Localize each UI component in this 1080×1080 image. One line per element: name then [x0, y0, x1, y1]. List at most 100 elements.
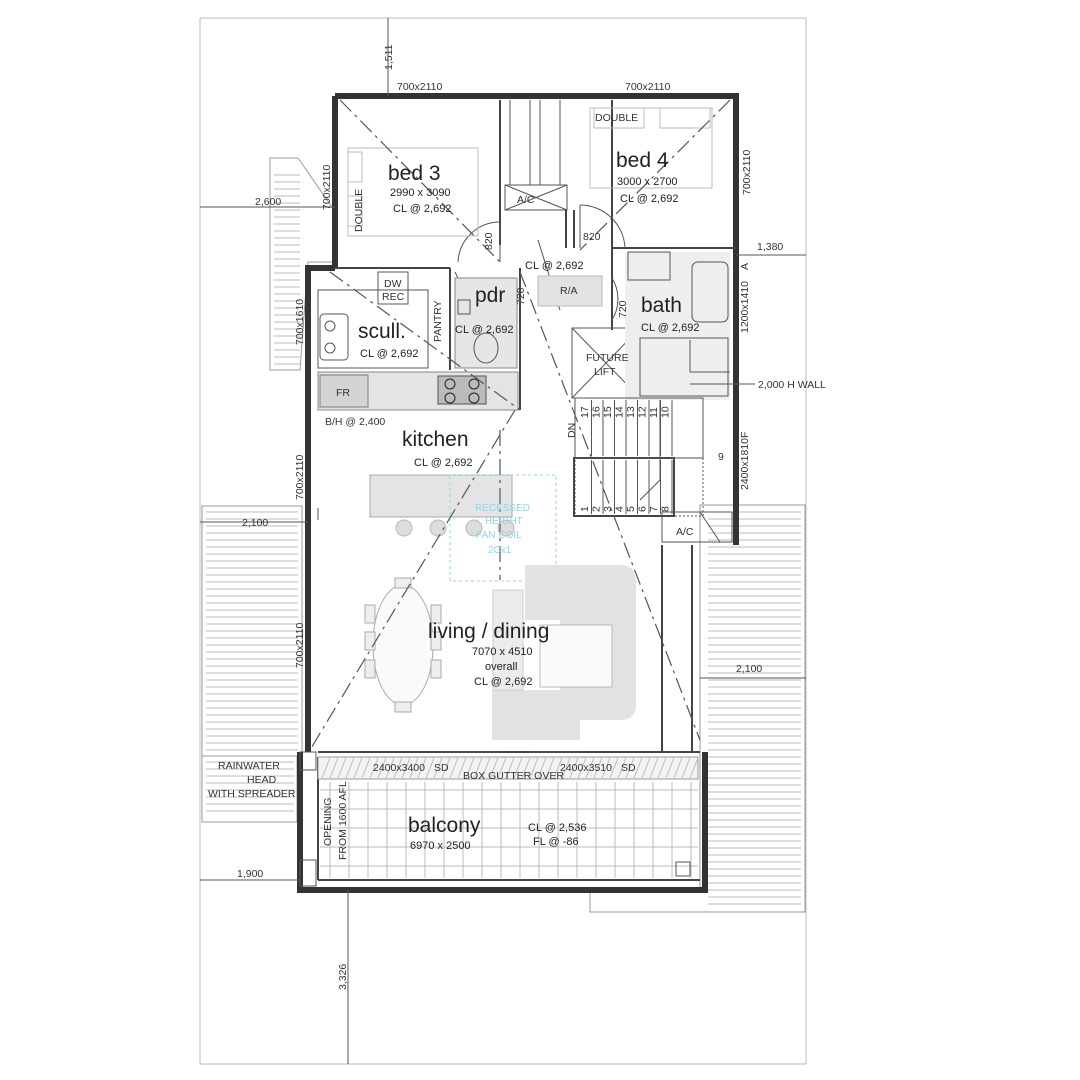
living-walls [661, 545, 693, 752]
win-stair: 2400x1810 [739, 438, 751, 490]
rainwater-label-3: WITH SPREADER [208, 788, 296, 800]
bath-ceiling: CL @ 2,692 [641, 322, 699, 334]
landing-ceiling: CL @ 2,692 [525, 260, 583, 272]
fan-coil-label-1: RECESSED [475, 503, 530, 514]
stair-number: 12 [637, 406, 649, 418]
slide-door-right-tag: SD [621, 762, 636, 774]
stair-number: 5 [625, 506, 637, 512]
scull-ceiling: CL @ 2,692 [360, 348, 418, 360]
kitchen-fittings [317, 271, 603, 537]
pdr-ceiling: CL @ 2,692 [455, 324, 513, 336]
external-decks [201, 157, 806, 913]
rec-label: REC [382, 291, 405, 303]
stair-number: 3 [602, 506, 614, 512]
balcony-size: 6970 x 2500 [410, 840, 471, 852]
dim-bottom-gap: 3,326 [337, 964, 349, 990]
balcony-grid [320, 782, 698, 878]
bed-4-furniture [589, 107, 713, 189]
dining-table [364, 577, 442, 713]
external-walls [297, 93, 739, 893]
pantry-label: PANTRY [432, 300, 444, 342]
fan-coil-label-2: HEIGHT [485, 516, 523, 527]
bulkhead-label: B/H @ 2,400 [325, 416, 385, 428]
door-820-b: 820 [583, 231, 601, 243]
dim-left-deck: 2,100 [242, 517, 268, 529]
fan-coil-zone [449, 474, 557, 582]
balcony-drain [675, 861, 691, 877]
lift-label-2: LIFT [594, 366, 616, 378]
stair-landing-number: 9 [718, 451, 724, 463]
slide-door-right: 2400x3510 [560, 762, 612, 774]
kitchen-name: kitchen [402, 428, 469, 451]
balcony-ceiling: CL @ 2,536 [528, 822, 586, 834]
stair-number: 2 [591, 506, 603, 512]
stair-number: 7 [648, 506, 660, 512]
door-820-a: 820 [483, 232, 495, 250]
balcony-name: balcony [408, 814, 481, 837]
win-top-right: 700x2110 [625, 81, 671, 93]
return-air-label: R/A [560, 285, 578, 297]
wall-height-label: 2,000 H WALL [758, 379, 826, 391]
stair-number: 1 [579, 506, 591, 512]
box-gutter-label: BOX GUTTER OVER [463, 770, 564, 782]
slide-door-left: 2400x3400 [373, 762, 425, 774]
win-bed3-side: 700x2110 [321, 164, 333, 210]
living-note: overall [485, 661, 517, 673]
lift-label-1: FUTURE [586, 352, 629, 364]
fan-coil-label-3: FAN COIL [476, 530, 522, 541]
bath-fittings [625, 251, 730, 400]
living-name: living / dining [428, 620, 549, 643]
fan-coil-label-4: 2Cx1 [488, 545, 512, 556]
win-bed4-side: 700x2110 [741, 149, 753, 195]
sliding-doors [317, 751, 699, 780]
stair-number: 17 [579, 406, 591, 418]
win-kitchen: 700x2110 [294, 454, 306, 500]
bed4-name: bed 4 [616, 149, 669, 172]
win-bath-tag: A [739, 263, 751, 270]
bed3-name: bed 3 [388, 162, 441, 185]
dw-label: DW [384, 278, 402, 290]
stair-number: 10 [660, 406, 672, 418]
rainwater-label-2: HEAD [247, 774, 277, 786]
door-720-a: 720 [515, 287, 527, 305]
stair-number: 8 [660, 506, 672, 512]
stair-number: 14 [614, 406, 626, 418]
site-boundary [199, 17, 807, 1065]
balcony-floor: FL @ -86 [533, 836, 579, 848]
bed4-double-label: DOUBLE [595, 112, 638, 124]
stair-number: 4 [614, 506, 626, 512]
stair-number: 15 [602, 406, 614, 418]
opening-label-2: FROM 1600 AFL [337, 781, 349, 860]
living-size: 7070 x 4510 [472, 646, 533, 658]
stair-down-label: DN [566, 423, 578, 438]
dimension-lines [200, 18, 806, 1064]
living-ceiling: CL @ 2,692 [474, 676, 532, 688]
ac-stair-label: A/C [676, 526, 694, 538]
stair-number: 11 [648, 407, 660, 418]
win-living: 700x2110 [294, 622, 306, 668]
scull-name: scull. [358, 320, 406, 343]
win-scull: 700x1610 [294, 299, 306, 345]
stair-number: 16 [591, 406, 603, 418]
dim-right-deck: 2,100 [736, 663, 762, 675]
stairs [573, 397, 733, 543]
sofa [492, 565, 636, 740]
doors [317, 204, 626, 520]
door-720-b: 720 [617, 300, 629, 318]
pdr-name: pdr [475, 284, 505, 307]
stair-number: 13 [625, 406, 637, 418]
stair-number: 6 [637, 506, 649, 512]
win-top-left: 700x2110 [397, 81, 443, 93]
dim-top-gap: 1,511 [383, 44, 395, 70]
bed-3-furniture [347, 147, 479, 237]
kitchen-ceiling: CL @ 2,692 [414, 457, 472, 469]
bath-name: bath [641, 294, 682, 317]
bed4-size: 3000 x 2700 [617, 176, 678, 188]
bed3-size: 2990 x 3090 [390, 187, 451, 199]
bed3-ceiling: CL @ 2,692 [393, 203, 451, 215]
fridge-label: FR [336, 387, 350, 399]
win-stair-tag: F [739, 432, 751, 438]
internal-walls [335, 100, 736, 410]
